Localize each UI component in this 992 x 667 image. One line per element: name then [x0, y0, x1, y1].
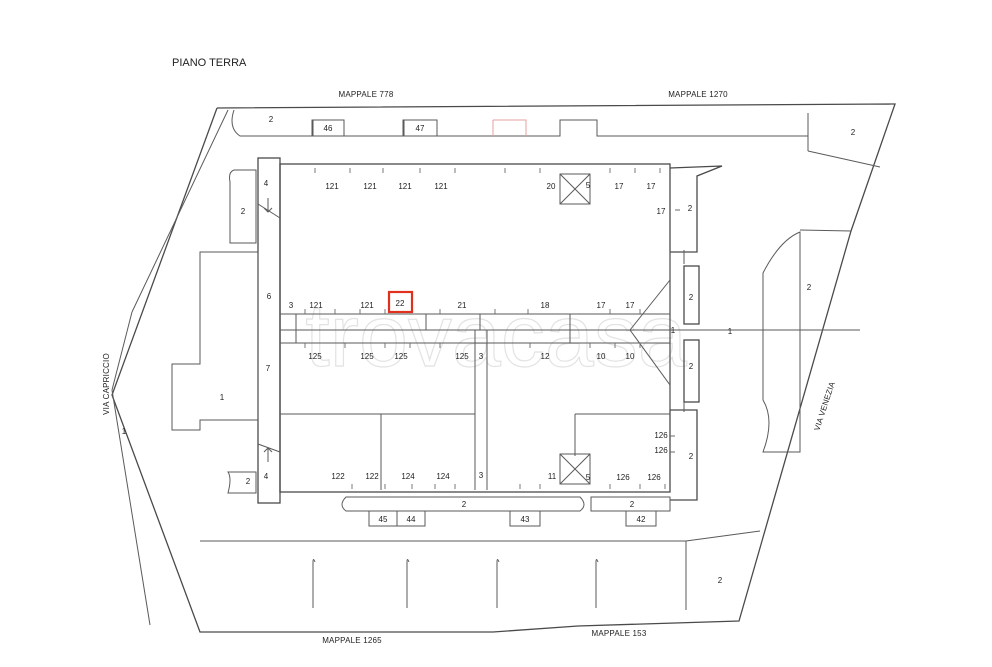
unit-label: 126 — [654, 446, 668, 455]
unit-label: 125 — [308, 352, 322, 361]
garage-labels: 46 47 45 44 43 42 — [324, 124, 646, 524]
highlighted-unit-label: 22 — [396, 299, 405, 308]
unit-label: 121 — [360, 301, 374, 310]
area-label: 2 — [462, 500, 467, 509]
garage-label: 47 — [416, 124, 425, 133]
street-north-right: MAPPALE 1270 — [668, 90, 728, 99]
plan-title: PIANO TERRA — [172, 57, 247, 69]
unit-label: 3 — [479, 352, 484, 361]
unit-ticks — [304, 168, 680, 489]
street-south-left: MAPPALE 1265 — [322, 636, 382, 645]
south-row-labels: 7 4 122 122 124 124 3 11 5 126 126 — [264, 364, 661, 482]
unit-label: 122 — [331, 472, 345, 481]
unit-label: 1 — [728, 327, 733, 336]
unit-label: 6 — [267, 292, 272, 301]
street-east: VIA VENEZIA — [812, 380, 836, 432]
unit-label: 11 — [548, 472, 557, 481]
north-strip — [231, 109, 808, 137]
garage-label: 45 — [379, 515, 388, 524]
unit-label: 122 — [365, 472, 379, 481]
unit-label: 124 — [436, 472, 450, 481]
unit-label: 2 — [688, 204, 693, 213]
unit-label: 21 — [458, 301, 467, 310]
unit-label: 126 — [647, 473, 661, 482]
highlighted-unit-frame[interactable] — [387, 290, 414, 314]
area-label: 2 — [807, 283, 812, 292]
stairs — [257, 173, 591, 485]
unit-label: 2 — [689, 362, 694, 371]
unit-label: 126 — [654, 431, 668, 440]
watermark: trovacasa — [305, 286, 687, 385]
garage-label: 43 — [521, 515, 530, 524]
unit-label: 125 — [394, 352, 408, 361]
courtyards — [171, 231, 801, 453]
unit-label: 20 — [547, 182, 556, 191]
unit-label: 3 — [479, 471, 484, 480]
unit-label: 124 — [401, 472, 415, 481]
yard-labels: 2 2 2 2 2 2 2 2 1 1 4 — [122, 115, 856, 585]
garage-label: 46 — [324, 124, 333, 133]
area-label: 2 — [851, 128, 856, 137]
street-west: VIA CAPRICCIO — [102, 353, 111, 415]
unit-label: 126 — [616, 473, 630, 482]
unit-label: 121 — [398, 182, 412, 191]
mid-south-row-labels: 125 125 125 125 3 12 10 10 — [308, 352, 635, 361]
area-label: 2 — [269, 115, 274, 124]
unit-label: 1 — [671, 326, 676, 335]
area-label: 2 — [246, 477, 251, 486]
unit-label: 4 — [264, 472, 269, 481]
area-label: 4 — [264, 179, 269, 188]
garage-label: 44 — [407, 515, 416, 524]
unit-label: 17 — [647, 182, 656, 191]
south-strip — [200, 496, 761, 610]
unit-label: 5 — [586, 473, 591, 482]
area-label: 1 — [122, 427, 127, 436]
unit-label: 121 — [434, 182, 448, 191]
unit-label: 18 — [541, 301, 550, 310]
area-label: 2 — [630, 500, 635, 509]
east-unit-labels: 2 2 2 2 1 1 126 126 — [654, 204, 732, 461]
unit-label: 10 — [597, 352, 606, 361]
site-boundary — [111, 103, 896, 633]
unit-label: 125 — [455, 352, 469, 361]
unit-label: 10 — [626, 352, 635, 361]
unit-label: 12 — [541, 352, 550, 361]
unit-label: 2 — [689, 293, 694, 302]
unit-label: 3 — [289, 301, 294, 310]
street-north-left: MAPPALE 778 — [339, 90, 394, 99]
unit-label: 121 — [325, 182, 339, 191]
garage-label: 42 — [637, 515, 646, 524]
mid-north-row-labels: 6 3 121 121 21 18 17 17 — [267, 292, 635, 310]
unit-label: 121 — [363, 182, 377, 191]
unit-label: 7 — [266, 364, 271, 373]
area-label: 2 — [718, 576, 723, 585]
north-row-labels: 121 121 121 121 20 5 17 17 17 — [325, 181, 666, 216]
unit-label: 17 — [597, 301, 606, 310]
area-label: 2 — [241, 207, 246, 216]
unit-label: 121 — [309, 301, 323, 310]
unit-label: 125 — [360, 352, 374, 361]
unit-label: 17 — [657, 207, 666, 216]
unit-label: 2 — [689, 452, 694, 461]
unit-label: 5 — [586, 181, 591, 190]
unit-label: 17 — [626, 301, 635, 310]
area-label: 1 — [220, 393, 225, 402]
street-south-right: MAPPALE 153 — [592, 629, 647, 638]
unit-label: 17 — [615, 182, 624, 191]
